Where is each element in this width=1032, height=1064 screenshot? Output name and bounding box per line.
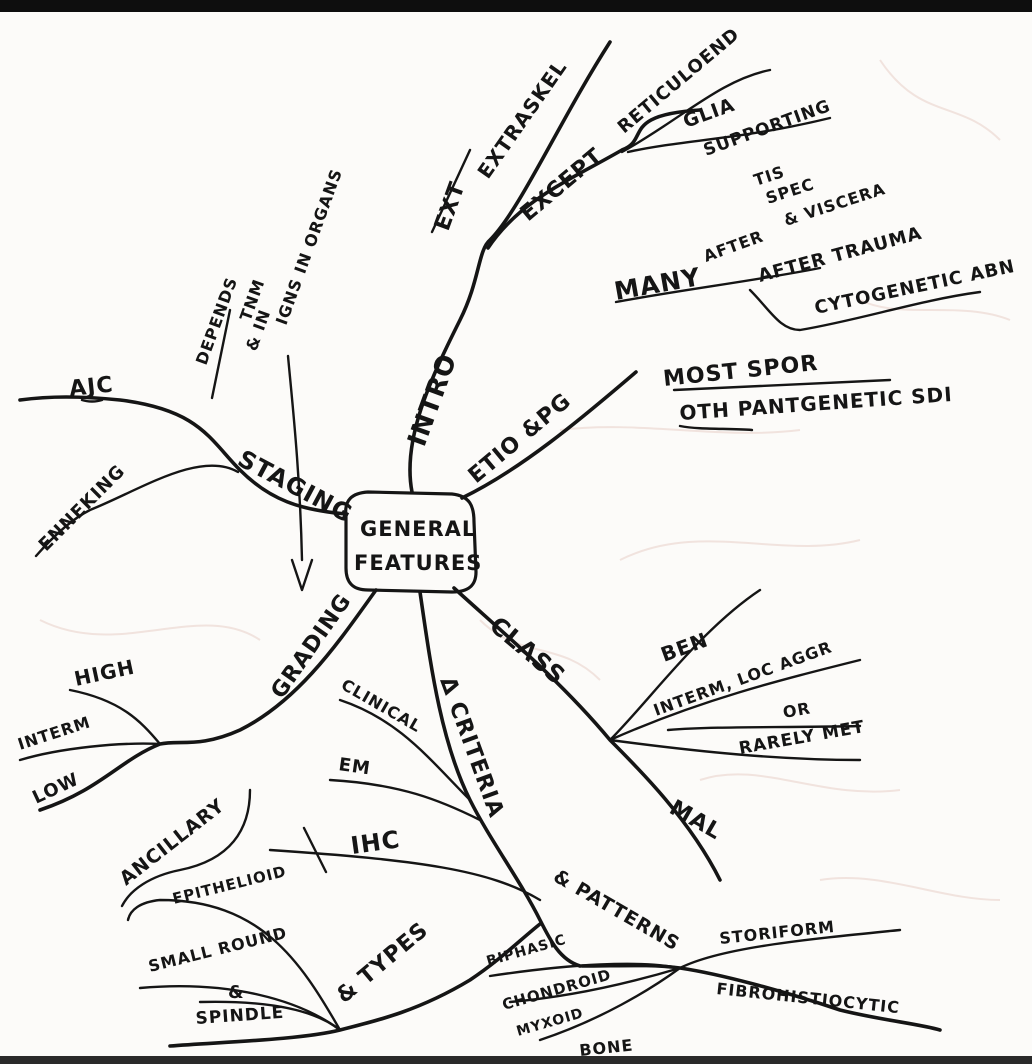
intro-many: MANY [612, 262, 703, 306]
staging-arrow-line [286, 354, 304, 562]
class-label: CLASS [484, 611, 571, 690]
bottom-edge-shadow [0, 1056, 1032, 1064]
rarely-underline [666, 724, 862, 732]
criteria-patterns: & PATTERNS [550, 865, 684, 955]
types-small-round: SMALL ROUND [146, 923, 289, 976]
criteria-ancillary: ANCILLARY [116, 794, 230, 889]
intro-label: INTRO [402, 350, 463, 451]
center-node: GENERAL FEATURES [344, 490, 482, 594]
etio-label: ETIO &PG [464, 388, 577, 488]
etio-oth-underline [678, 424, 754, 432]
criteria-types: & TYPES [332, 918, 434, 1009]
types-amp: & [228, 982, 245, 1003]
ihc-arrow-stroke [302, 826, 328, 874]
staging-ajc: AJC [68, 372, 115, 401]
staging-arrow-head [290, 558, 314, 592]
branch-patterns: & PATTERNS BIPHASIC CHONDROID MYXOID BON… [485, 865, 942, 1060]
staging-label: STAGING [233, 445, 357, 529]
criteria-ihc: IHC [349, 825, 402, 860]
patterns-fibrohistiocytic: FIBROHISTIOCYTIC [716, 979, 901, 1017]
bleed-through-marks [39, 59, 1011, 901]
intro-after-trauma: AFTER TRAUMA [756, 223, 925, 287]
intro-many-after: AFTER [701, 227, 766, 266]
criteria-clinical: CLINICAL [338, 675, 425, 736]
grading-high: HIGH [72, 655, 137, 691]
top-edge-shadow [0, 0, 1032, 12]
center-title-line2: FEATURES [354, 551, 482, 575]
intro-extraskel: EXTRASKEL [472, 55, 571, 183]
branch-etio: ETIO &PG MOST SPOR OTH PANTGENETIC SDI [460, 351, 953, 500]
staging-enneking: ENNEKING [35, 461, 130, 556]
class-or: OR [781, 698, 812, 722]
center-title-line1: GENERAL [360, 517, 476, 541]
ajc-underline [80, 398, 104, 403]
branch-ancillary-types: ANCILLARY EPITHELIOID SMALL ROUND & SPIN… [116, 788, 542, 1048]
class-rarely: RARELY MET [737, 717, 866, 759]
branch-class: CLASS BEN INTERM, LOC AGGR OR RARELY MET… [452, 586, 866, 882]
criteria-em: EM [337, 754, 372, 779]
staging-note1: DEPENDS [192, 274, 241, 367]
intro-glia: GLIA [680, 94, 738, 133]
intro-ext-strikethrough [430, 148, 472, 234]
branch-grading: GRADING HIGH INTERM LOW [15, 588, 378, 812]
patterns-myxoid: MYXOID [515, 1005, 586, 1039]
class-ben: BEN [658, 628, 712, 667]
branch-staging: STAGING AJC ENNEKING DEPENDS TNM & IN IG… [18, 166, 357, 592]
types-spindle: SPINDLE [195, 1003, 285, 1029]
intro-ext-struck: EXT [430, 179, 471, 235]
staging-note4: IGNS IN ORGANS [272, 166, 346, 327]
intro-reticuloend: RETICULOEND [614, 24, 744, 138]
